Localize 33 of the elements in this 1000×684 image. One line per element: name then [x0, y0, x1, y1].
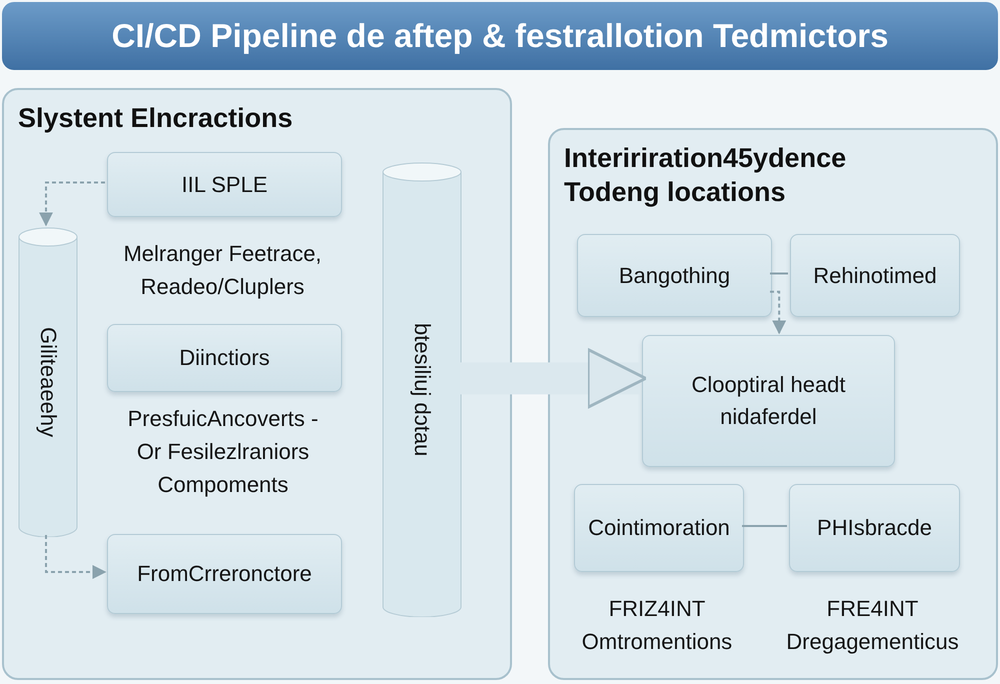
group-panel	[548, 128, 998, 680]
description-text: Melranger Feetrace, Readeo/Cluplers	[122, 240, 323, 301]
connector-line	[742, 525, 787, 527]
panel-title: Slystent Elncractions	[18, 102, 294, 135]
caption-text: FRE4INT Dregagementicus	[785, 595, 960, 656]
panel-title: Inteririration45ydence Todeng locations	[564, 142, 848, 209]
process-box	[789, 484, 960, 572]
node-label: Cointimoration	[587, 514, 731, 542]
arrow	[39, 182, 105, 226]
description-text: PresfuicAncoverts -Or Fesilezlraniors Compoments	[126, 405, 320, 499]
node-label: btesiliuj dɔtau	[409, 322, 435, 456]
node-label: Giliteaeehy	[35, 326, 61, 438]
process-box	[642, 335, 895, 467]
process-box	[107, 324, 342, 392]
node-label: Rehinotimed	[812, 262, 938, 290]
node-label: Bangothing	[618, 262, 732, 290]
group-panel	[2, 88, 512, 680]
node-label: FromCrreronctore	[136, 560, 313, 588]
arrow	[770, 290, 786, 334]
process-box	[790, 234, 960, 317]
title-banner: CI/CD Pipeline de aftep & festrallotion Tedmictors	[2, 2, 998, 70]
node-label: Diinctiors	[178, 344, 271, 372]
process-box	[107, 534, 342, 614]
caption-text: FRIZ4INT Omtromentions	[580, 595, 734, 656]
node-label: IIL SPLE	[180, 170, 268, 199]
arrow	[45, 535, 106, 579]
process-box	[577, 234, 772, 317]
process-box	[107, 152, 342, 217]
process-box	[574, 484, 744, 572]
connector-line	[770, 272, 788, 274]
node-label: Clooptiral headt nidaferdel	[690, 371, 847, 431]
block-arrow	[460, 348, 648, 409]
node-label: PHIsbracde	[816, 514, 933, 542]
